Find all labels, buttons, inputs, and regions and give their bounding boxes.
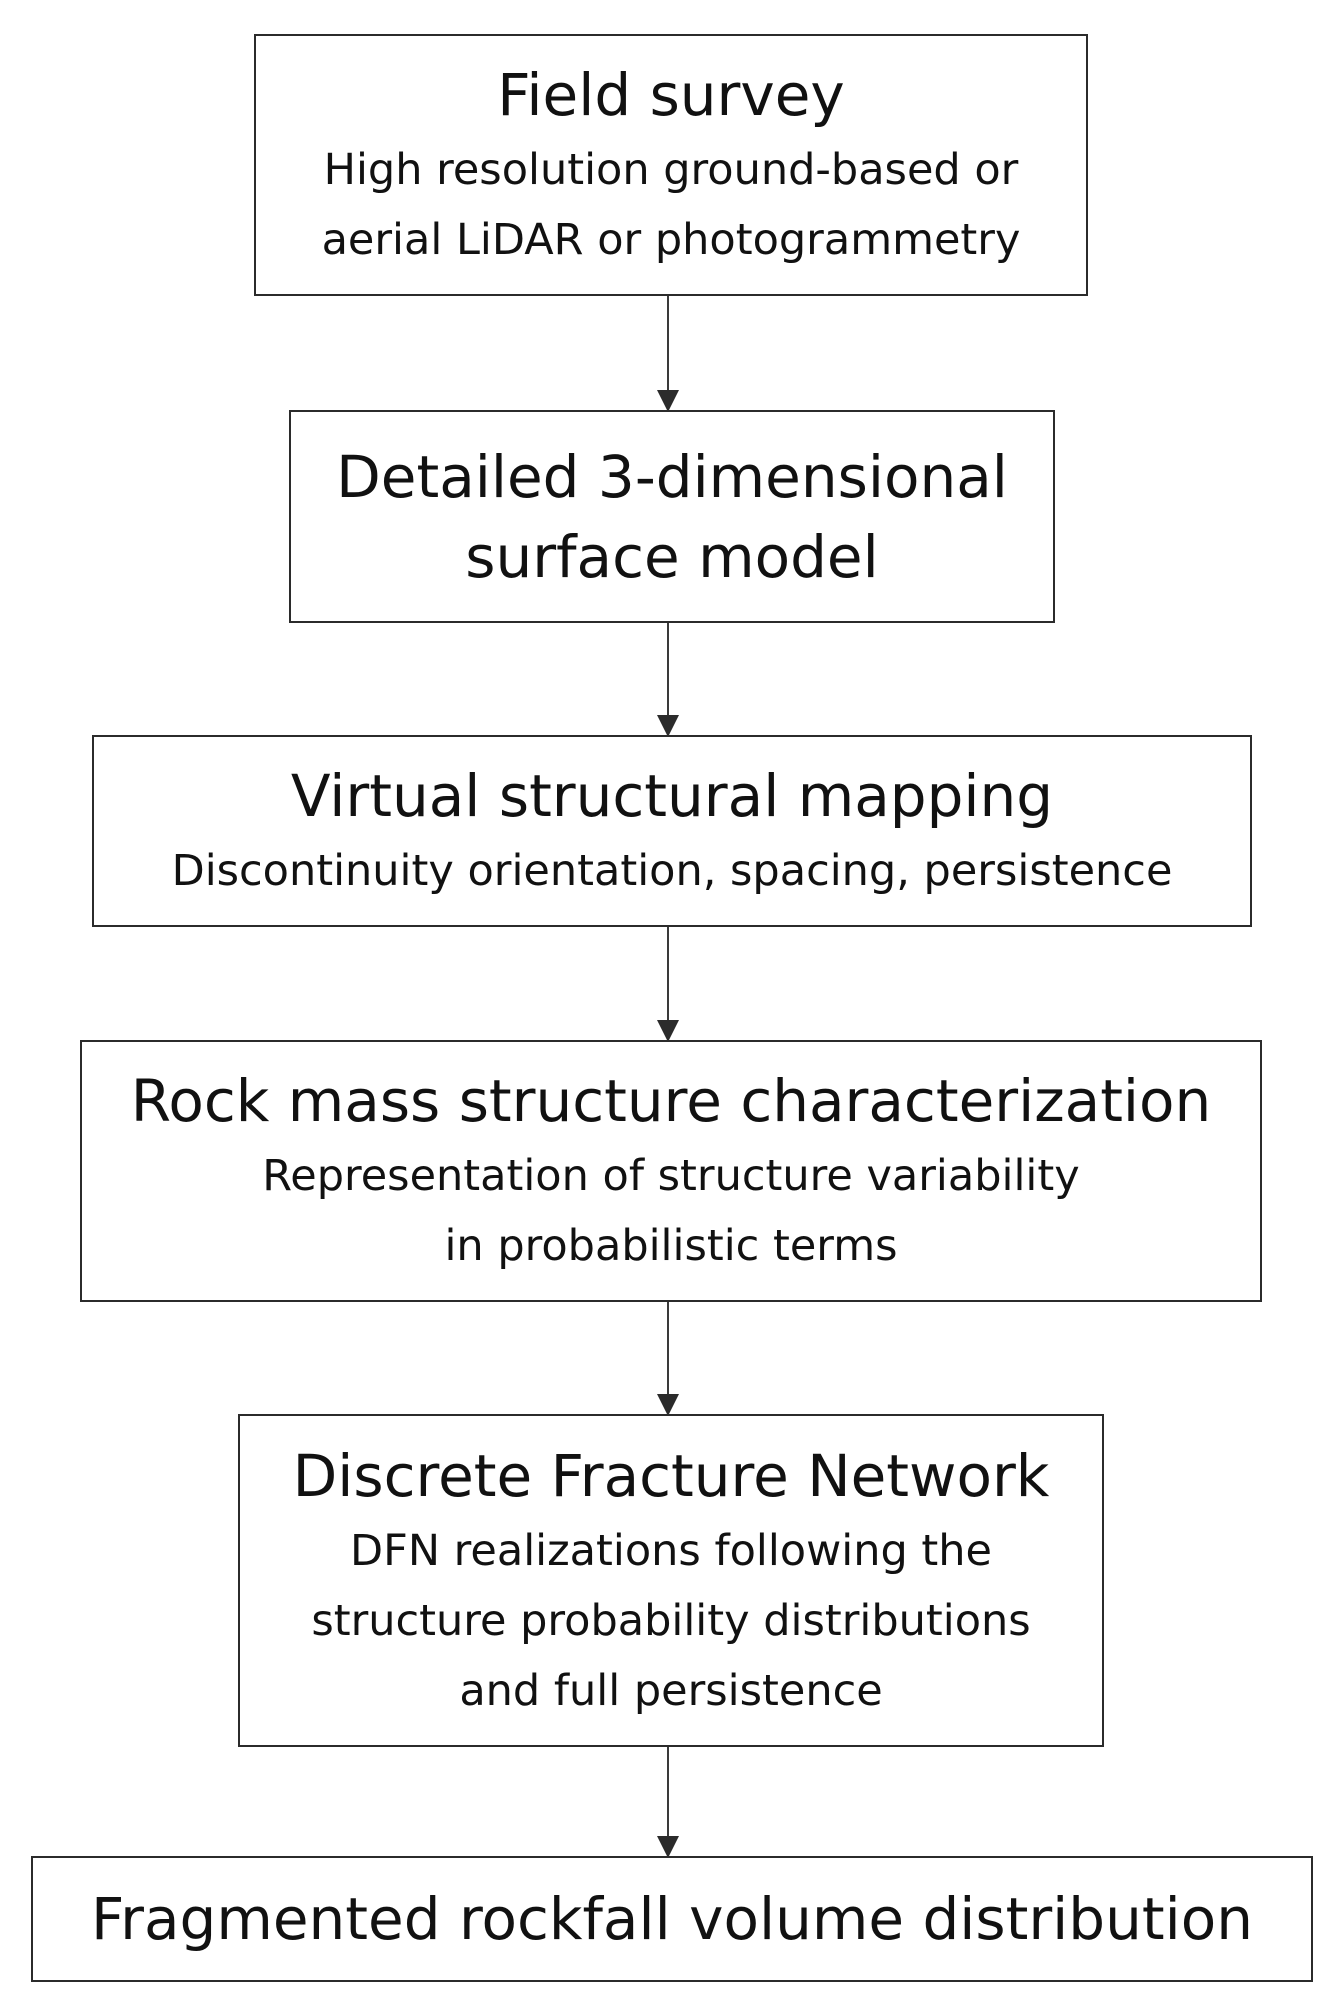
node-description-line: High resolution ground-based or (323, 145, 1019, 195)
node-description-line: aerial LiDAR or photogrammetry (321, 215, 1021, 265)
flow-arrow (657, 623, 679, 737)
node-rock-mass: Rock mass structure characterization Rep… (80, 1040, 1262, 1302)
node-description-line: structure probability distributions (311, 1595, 1031, 1646)
node-description-line: Representation of structure variability (262, 1151, 1080, 1201)
node-title: Rock mass structure characterization (130, 1067, 1212, 1135)
node-dfn: Discrete Fracture Network DFN realizatio… (238, 1414, 1104, 1747)
node-title: Discrete Fracture Network (292, 1441, 1050, 1510)
node-description-line: DFN realizations following the (349, 1525, 993, 1576)
flow-arrow (657, 1747, 679, 1858)
node-description-line: Discontinuity orientation, spacing, pers… (171, 846, 1173, 896)
flow-arrow (657, 927, 679, 1042)
flow-arrow (657, 296, 679, 412)
node-volume-distribution: Fragmented rockfall volume distribution (31, 1856, 1313, 1982)
node-title: Fragmented rockfall volume distribution (91, 1885, 1253, 1953)
node-virtual-mapping: Virtual structural mapping Discontinuity… (92, 735, 1252, 927)
node-title: Virtual structural mapping (290, 762, 1054, 830)
node-title-line: surface model (465, 522, 879, 591)
node-title-line: Detailed 3-dimensional (336, 442, 1008, 511)
flow-arrow (657, 1302, 679, 1416)
node-title: Field survey (497, 61, 845, 129)
node-description-line: and full persistence (459, 1665, 883, 1716)
node-field-survey: Field survey High resolution ground-base… (254, 34, 1088, 296)
node-surface-model: Detailed 3-dimensional surface model (289, 410, 1055, 623)
node-description-line: in probabilistic terms (444, 1221, 898, 1271)
